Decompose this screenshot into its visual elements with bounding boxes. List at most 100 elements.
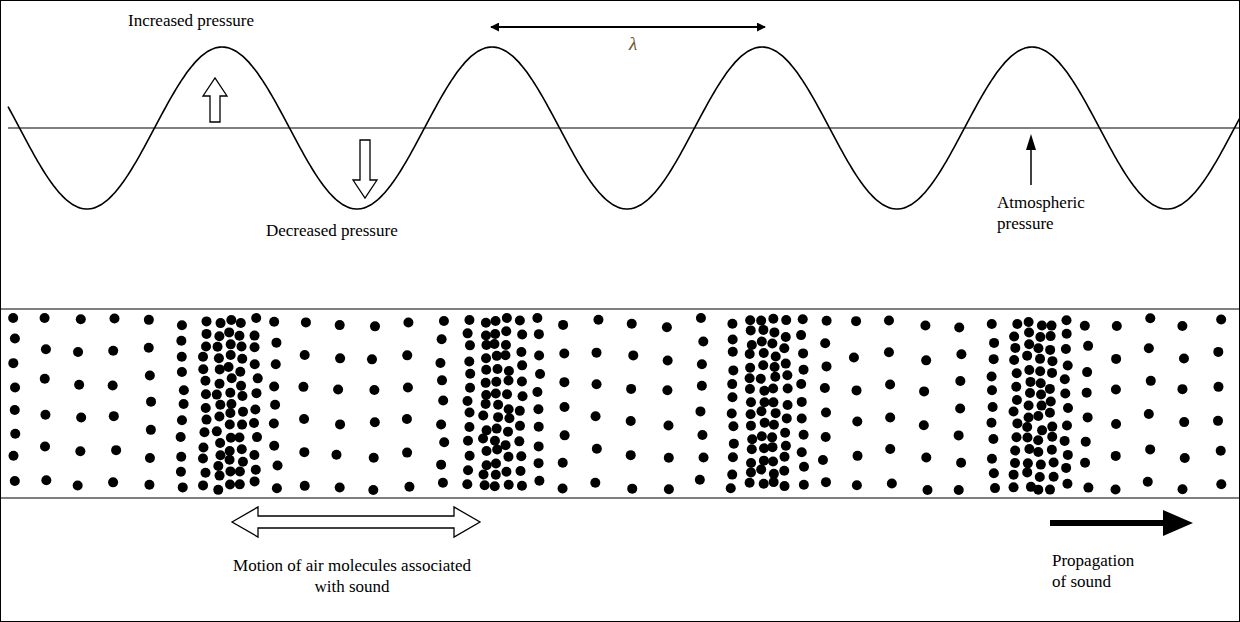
air-molecule (1009, 470, 1019, 480)
air-molecule (921, 355, 931, 365)
air-molecule (40, 313, 50, 323)
air-molecule (214, 331, 224, 341)
air-molecule (516, 347, 526, 357)
air-molecule (1143, 477, 1153, 487)
air-molecule (146, 397, 156, 407)
air-molecule (516, 451, 526, 461)
air-molecule (370, 417, 380, 427)
atmospheric-baseline (8, 127, 1240, 128)
air-molecule (1037, 401, 1047, 411)
air-molecule (1178, 484, 1188, 494)
air-molecule (988, 434, 998, 444)
air-molecule (757, 337, 767, 347)
air-molecule (41, 475, 51, 485)
air-molecule (1022, 351, 1032, 361)
air-molecule (331, 450, 341, 460)
air-molecule (226, 315, 236, 325)
air-molecule (1061, 344, 1071, 354)
air-molecule (250, 359, 260, 369)
air-molecule (368, 485, 378, 495)
air-molecule (1045, 384, 1055, 394)
air-molecule (464, 422, 474, 432)
air-molecule (214, 353, 224, 363)
air-molecule (1047, 422, 1057, 432)
air-molecule (463, 436, 473, 446)
air-molecule (697, 381, 707, 391)
air-molecule (695, 475, 705, 485)
air-molecule (438, 395, 448, 405)
air-molecule (76, 314, 86, 324)
air-molecule (1111, 385, 1121, 395)
air-molecule (1047, 356, 1057, 366)
air-molecule (237, 391, 247, 401)
air-molecule (768, 314, 778, 324)
air-molecule (198, 364, 208, 374)
air-molecule (697, 359, 707, 369)
air-molecule (987, 319, 997, 329)
air-molecule (592, 348, 602, 358)
air-molecule (1011, 382, 1021, 392)
air-molecule (626, 450, 636, 460)
air-molecule (1179, 354, 1189, 364)
air-molecule (697, 430, 707, 440)
air-molecule (251, 313, 261, 323)
air-molecule (780, 481, 790, 491)
air-molecule (989, 354, 999, 364)
air-molecule (1083, 341, 1093, 351)
air-molecule (919, 420, 929, 430)
air-molecule (500, 350, 510, 360)
air-molecule (269, 441, 279, 451)
air-molecule (799, 480, 809, 490)
air-molecule (797, 413, 807, 423)
pressure-label: Increased pressure (128, 10, 298, 31)
air-molecule (299, 447, 309, 457)
air-molecule (990, 483, 1000, 493)
air-molecule (517, 481, 527, 491)
air-molecule (534, 441, 544, 451)
air-molecule (780, 428, 790, 438)
air-molecule (759, 386, 769, 396)
air-molecule (201, 468, 211, 478)
air-molecule (108, 477, 118, 487)
air-molecule (504, 480, 514, 490)
air-molecule (1011, 432, 1021, 442)
air-molecule (560, 430, 570, 440)
air-molecule (767, 339, 777, 349)
air-molecule (756, 374, 766, 384)
air-molecule (956, 349, 966, 359)
air-molecule (1010, 458, 1020, 468)
air-molecule (225, 455, 235, 465)
air-molecule (179, 399, 189, 409)
air-molecule (1037, 425, 1047, 435)
air-molecule (299, 414, 309, 424)
label-text: Atmospheric pressure (997, 193, 1085, 233)
air-molecule (1024, 365, 1034, 375)
air-molecule (559, 349, 569, 359)
air-molecule (490, 481, 500, 491)
air-molecule (558, 484, 568, 494)
air-molecule (626, 384, 636, 394)
air-molecule (215, 471, 225, 481)
air-molecule (955, 404, 965, 414)
air-molecule (781, 332, 791, 342)
air-molecule (402, 350, 412, 360)
air-molecule (1009, 331, 1019, 341)
air-molecule (179, 385, 189, 395)
air-molecule (1061, 315, 1071, 325)
air-molecule (517, 330, 527, 340)
air-molecule (202, 329, 212, 339)
air-molecule (699, 452, 709, 462)
air-molecule (403, 382, 413, 392)
air-molecule (335, 320, 345, 330)
air-molecule (225, 419, 235, 429)
air-molecule (270, 400, 280, 410)
air-molecule (745, 478, 755, 488)
air-molecule (198, 352, 208, 362)
air-molecule (201, 342, 211, 352)
air-molecule (1025, 377, 1035, 387)
air-molecule (201, 403, 211, 413)
air-molecule (796, 379, 806, 389)
air-molecule (760, 418, 770, 428)
